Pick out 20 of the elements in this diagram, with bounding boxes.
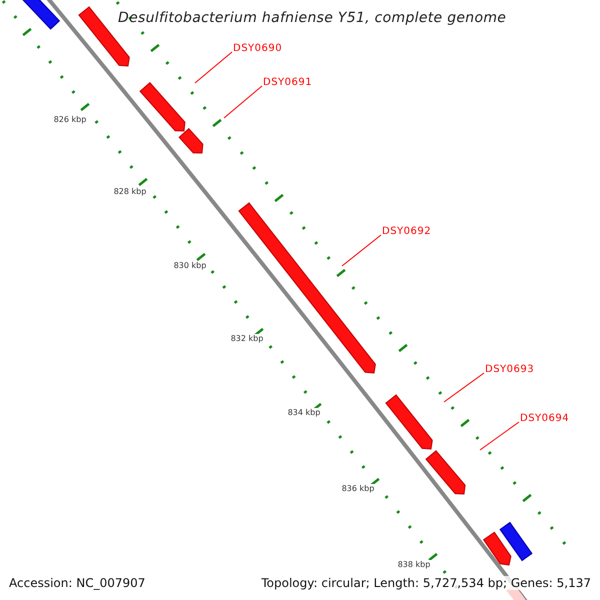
gene-label: DSY0692	[382, 225, 432, 239]
leader-line	[480, 422, 520, 450]
leader-line	[342, 234, 382, 266]
position-label: 832 kbp	[230, 334, 264, 344]
footer-text: Accession: NC_007907	[9, 576, 146, 590]
footer-text: Topology: circular; Length: 5,727,534 bp; Genes: 5,137	[261, 576, 591, 590]
position-label: 826 kbp	[52, 115, 88, 125]
gene-label: DSY0691	[263, 76, 312, 90]
position-label: 838 kbp	[396, 560, 432, 570]
leader-line	[194, 52, 232, 84]
position-label: 834 kbp	[286, 408, 322, 418]
leader-line	[444, 372, 484, 402]
gene-label: DSY0693	[485, 363, 534, 377]
gene-label: DSY0694	[520, 412, 570, 426]
gene-label: DSY0690	[233, 42, 282, 56]
position-label: 828 kbp	[112, 187, 148, 197]
leader-line	[224, 86, 262, 118]
position-label: 830 kbp	[172, 261, 208, 271]
title: Desulfitobacterium hafniense Y51, complete genome	[118, 9, 506, 28]
position-label: 836 kbp	[340, 484, 376, 494]
